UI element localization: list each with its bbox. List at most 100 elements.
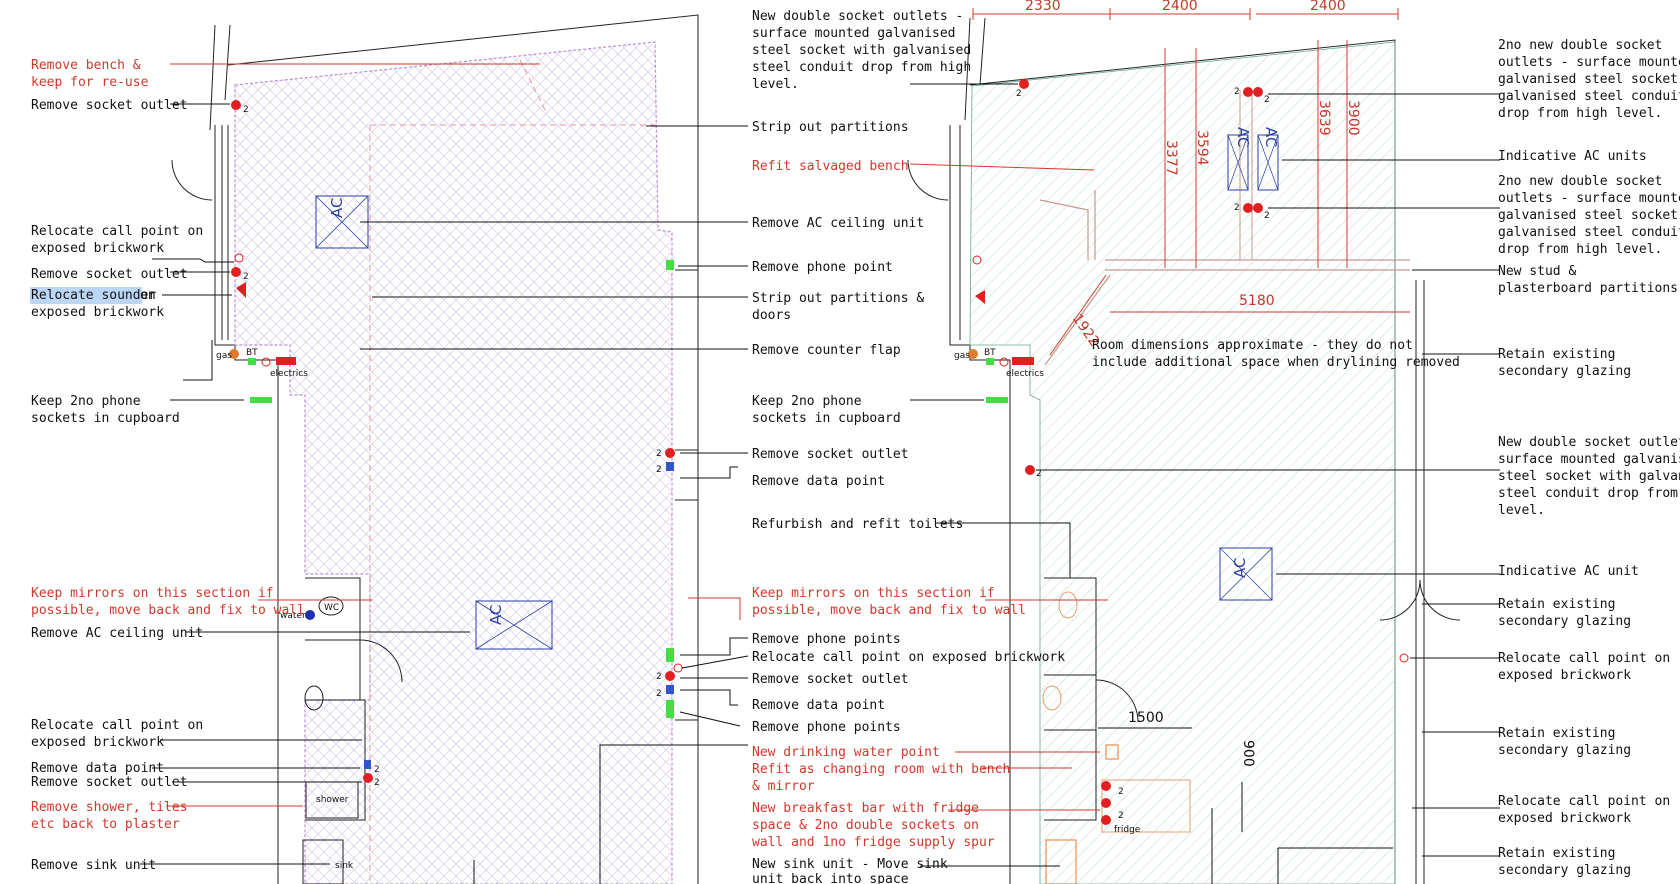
call-point-icon	[1399, 653, 1409, 663]
annotation-label: Remove socket outlet	[752, 672, 909, 687]
annotation-label: Remove socket outlet	[752, 447, 909, 462]
annotation-label: galvanised steel socket with	[1498, 72, 1680, 87]
svg-text:electrics: electrics	[270, 369, 308, 379]
socket-outlet-icon	[1101, 798, 1111, 808]
annotation-label: exposed brickwork	[31, 305, 164, 320]
data-point-icon	[666, 462, 674, 471]
svg-text:WC: WC	[324, 603, 339, 613]
annotation-label: outlets - surface mounted	[1498, 55, 1680, 70]
annotation-label: Remove data point	[752, 698, 885, 713]
svg-text:3594: 3594	[1194, 130, 1210, 166]
socket-outlet-icon	[1243, 87, 1253, 97]
socket-outlet-icon	[665, 448, 675, 458]
annotation-label: steel conduit drop from high	[752, 60, 971, 75]
annotation-label: Remove shower, tiles	[31, 800, 188, 815]
annotation-label: Remove socket outlet	[31, 775, 188, 790]
annotation-label: etc back to plaster	[31, 817, 180, 832]
svg-text:2: 2	[656, 672, 662, 682]
annotation-label: Remove data point	[31, 761, 164, 776]
annotation-label: galvanised steel conduit	[1498, 225, 1680, 240]
demolition-zone	[234, 41, 673, 884]
svg-text:2: 2	[1016, 89, 1022, 99]
annotation-label: Refit as changing room with bench	[752, 762, 1010, 777]
text-selection-highlight	[30, 287, 142, 304]
annotation-label: possible, move back and fix to wall	[31, 603, 305, 618]
call-point-icon	[261, 357, 271, 367]
phone-point-icon	[986, 358, 994, 365]
annotation-label: New drinking water point	[752, 745, 940, 760]
annotation-label: Retain existing	[1498, 597, 1615, 612]
left-existing-plan: AC AC 2 2 gas BT electrics water WC show…	[140, 14, 749, 884]
annotation-label: space & 2no double sockets on	[752, 818, 979, 833]
svg-text:electrics: electrics	[1006, 369, 1044, 379]
annotation-label: plasterboard partitions	[1498, 281, 1678, 296]
annotation-label: outlets - surface mounted	[1498, 191, 1680, 206]
call-point-icon	[972, 255, 982, 265]
annotation-label: secondary glazing	[1498, 743, 1631, 758]
annotation-label: level.	[1498, 503, 1545, 518]
annotation-label: drop from high level.	[1498, 106, 1662, 121]
svg-text:1500: 1500	[1128, 710, 1164, 726]
annotation-label: Refurbish and refit toilets	[752, 517, 963, 532]
middle-labels: New double socket outlets - surface moun…	[752, 9, 1065, 884]
annotation-label: New breakfast bar with fridge	[752, 801, 979, 816]
annotation-label: steel socket with galvanised	[752, 43, 971, 58]
socket-outlet-icon	[1019, 79, 1029, 89]
annotation-label: New double socket outlet -	[1498, 435, 1680, 450]
annotation-label: Remove AC ceiling unit	[752, 216, 924, 231]
svg-text:sink: sink	[335, 861, 354, 871]
phone-point-icon	[248, 358, 256, 365]
annotation-label: Remove bench &	[31, 58, 141, 73]
call-point-icon	[999, 357, 1009, 367]
annotation-label: keep for re-use	[31, 75, 149, 90]
ac-unit-icon: AC	[475, 600, 553, 650]
annotation-label: Strip out partitions &	[752, 291, 924, 306]
right-plan-note: Room dimensions approximate - they do no…	[1092, 338, 1460, 370]
phone-sockets-icon	[250, 397, 272, 403]
socket-outlet-icon	[231, 267, 241, 277]
svg-text:2: 2	[374, 765, 380, 775]
annotation-label: wall and 1no fridge supply spur	[752, 835, 995, 850]
annotation-label: secondary glazing	[1498, 614, 1631, 629]
phone-point-icon	[666, 700, 674, 718]
sounder-icon	[975, 290, 985, 304]
sounder-icon	[236, 282, 246, 298]
svg-text:2: 2	[1264, 95, 1270, 105]
svg-text:2: 2	[656, 689, 662, 699]
indicative-ac-unit-icon: AC	[1227, 127, 1252, 191]
svg-text:AC: AC	[1231, 558, 1249, 578]
water-point-icon	[305, 610, 315, 620]
svg-text:BT: BT	[246, 348, 258, 358]
annotation-label: Indicative AC unit	[1498, 564, 1639, 579]
annotation-label: Remove data point	[752, 474, 885, 489]
svg-text:AC: AC	[328, 198, 346, 218]
annotation-label: Keep mirrors on this section if	[752, 586, 995, 601]
svg-text:2: 2	[374, 778, 380, 788]
svg-text:2330: 2330	[1025, 0, 1061, 14]
annotation-label: Remove socket outlet	[31, 267, 188, 282]
annotation-label: Refit salvaged bench	[752, 159, 909, 174]
selected-annotation-label[interactable]: Relocate sounder	[31, 288, 156, 303]
call-point-icon	[673, 663, 683, 673]
socket-outlet-icon	[1101, 815, 1111, 825]
svg-text:shower: shower	[316, 795, 349, 805]
socket-outlet-icon	[1101, 781, 1111, 791]
annotation-label: drop from high level.	[1498, 242, 1662, 257]
svg-text:gas: gas	[954, 351, 970, 361]
svg-text:2: 2	[1264, 211, 1270, 221]
left-labels: Remove bench & keep for re-use Remove so…	[30, 58, 305, 873]
svg-text:2: 2	[656, 449, 662, 459]
annotation-label: galvanised steel conduit	[1498, 89, 1680, 104]
socket-outlet-icon	[1253, 87, 1263, 97]
svg-text:AC: AC	[487, 605, 505, 625]
phone-point-icon	[666, 648, 674, 662]
room-dimensions-note: include additional space when drylining …	[1092, 355, 1460, 370]
annotation-label: Relocate call point on	[1498, 794, 1670, 809]
annotation-label: New double socket outlets -	[752, 9, 963, 24]
annotation-label: secondary glazing	[1498, 863, 1631, 878]
annotation-label: exposed brickwork	[31, 241, 164, 256]
annotation-label: secondary glazing	[1498, 364, 1631, 379]
annotation-label: Keep 2no phone	[752, 394, 862, 409]
svg-text:2: 2	[656, 465, 662, 475]
